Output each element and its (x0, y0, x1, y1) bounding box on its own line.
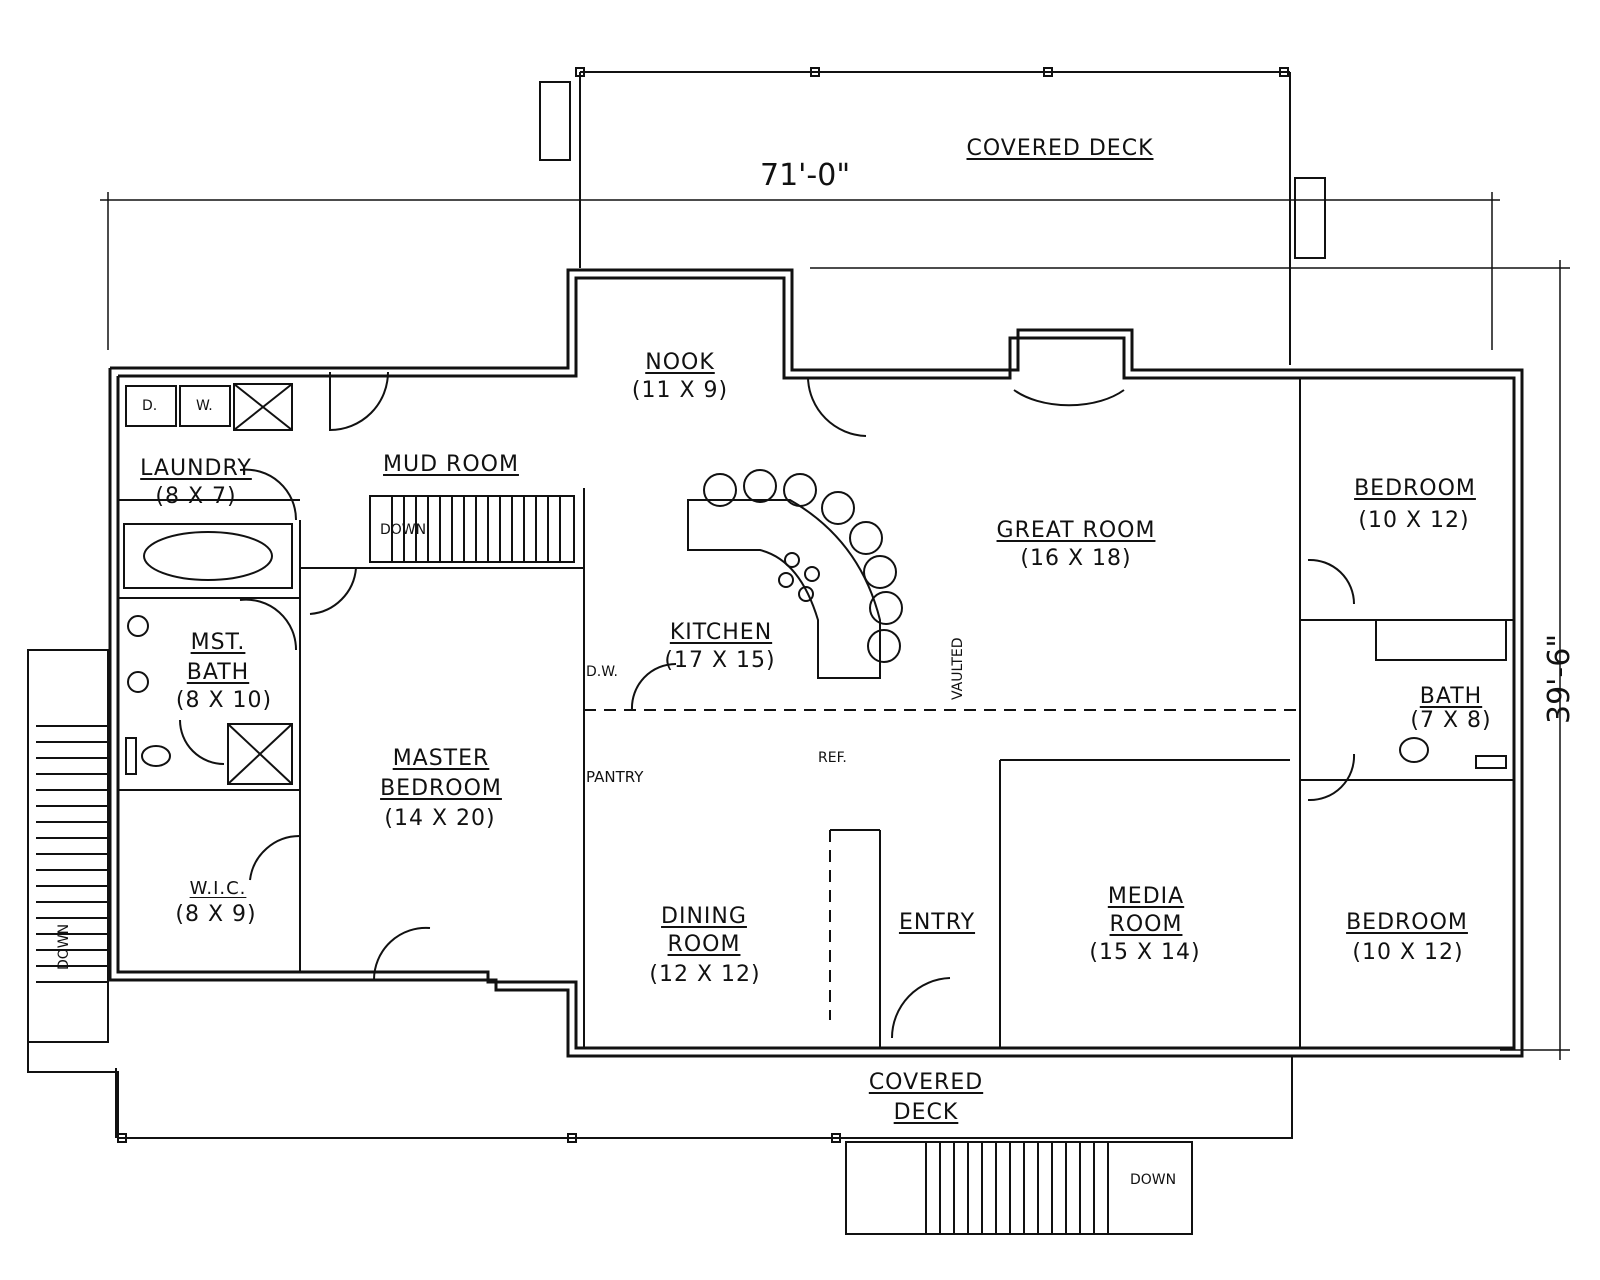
mst-bath-size: (8 X 10) (175, 688, 273, 713)
dryer-label: D. (142, 398, 158, 414)
covered-deck-bottom-label-2: DECK (893, 1100, 959, 1125)
overall-depth-label: 39'-6" (1542, 633, 1577, 724)
dining-room-label-2: ROOM (667, 932, 741, 957)
great-room-label: GREAT ROOM (996, 518, 1156, 543)
stairs-mudroom (369, 495, 575, 563)
stairs-side-down-label: DOWN (56, 923, 72, 970)
entry-label: ENTRY (898, 910, 976, 935)
covered-deck-top-label: COVERED DECK (966, 136, 1154, 161)
stairs-front (845, 1141, 1193, 1235)
bedroom-lower-size: (10 X 12) (1352, 940, 1464, 965)
bath-label: BATH (1419, 684, 1483, 709)
covered-deck-bottom-label-1: COVERED (868, 1070, 984, 1095)
dining-room-label-1: DINING (661, 904, 747, 929)
mst-bath-label-1: MST. (190, 630, 246, 655)
covered-deck-top-outline (539, 67, 1326, 365)
kitchen-size: (17 X 15) (664, 648, 776, 673)
bedroom-lower-label: BEDROOM (1346, 910, 1468, 935)
mud-room-label: MUD ROOM (383, 452, 519, 477)
stairs-mudroom-down-label: DOWN (380, 522, 427, 538)
master-bedroom-label-2: BEDROOM (380, 776, 502, 801)
covered-deck-bottom-outline (27, 1042, 1293, 1143)
great-room-size: (16 X 18) (1020, 546, 1132, 571)
media-room-label-2: ROOM (1109, 912, 1183, 937)
washer-label: W. (196, 398, 213, 414)
bath-size: (7 X 8) (1410, 708, 1492, 733)
wic-size: (8 X 9) (175, 902, 257, 927)
exterior-walls (108, 268, 1524, 1058)
vaulted-line (584, 709, 1300, 1020)
laundry-label: LAUNDRY (140, 456, 252, 481)
master-bedroom-label-1: MASTER (392, 746, 490, 771)
interior-walls (118, 378, 1514, 1048)
laundry-size: (8 X 7) (155, 484, 237, 509)
pantry-label: PANTRY (586, 768, 644, 786)
mst-bath-label-2: BATH (186, 660, 250, 685)
kitchen-island (687, 469, 903, 679)
dishwasher-label: D.W. (586, 664, 618, 680)
media-room-size: (15 X 14) (1089, 940, 1201, 965)
kitchen-label: KITCHEN (669, 620, 773, 645)
bath-fixtures (123, 383, 1507, 785)
stairs-side (27, 649, 109, 1043)
nook-size: (11 X 9) (631, 378, 729, 403)
stairs-front-down-label: DOWN (1130, 1172, 1177, 1188)
nook-label: NOOK (645, 350, 715, 375)
bedroom-upper-label: BEDROOM (1354, 476, 1476, 501)
vaulted-label: VAULTED (950, 637, 966, 700)
bedroom-upper-size: (10 X 12) (1358, 508, 1470, 533)
dimension-lines (100, 192, 1570, 1060)
overall-width-label: 71'-0" (760, 158, 851, 193)
master-bedroom-size: (14 X 20) (384, 806, 496, 831)
wic-label: W.I.C. (189, 878, 247, 899)
refrigerator-label: REF. (818, 750, 847, 766)
media-room-label-1: MEDIA (1107, 884, 1185, 909)
door-swings (179, 371, 1356, 1039)
dining-room-size: (12 X 12) (649, 962, 761, 987)
